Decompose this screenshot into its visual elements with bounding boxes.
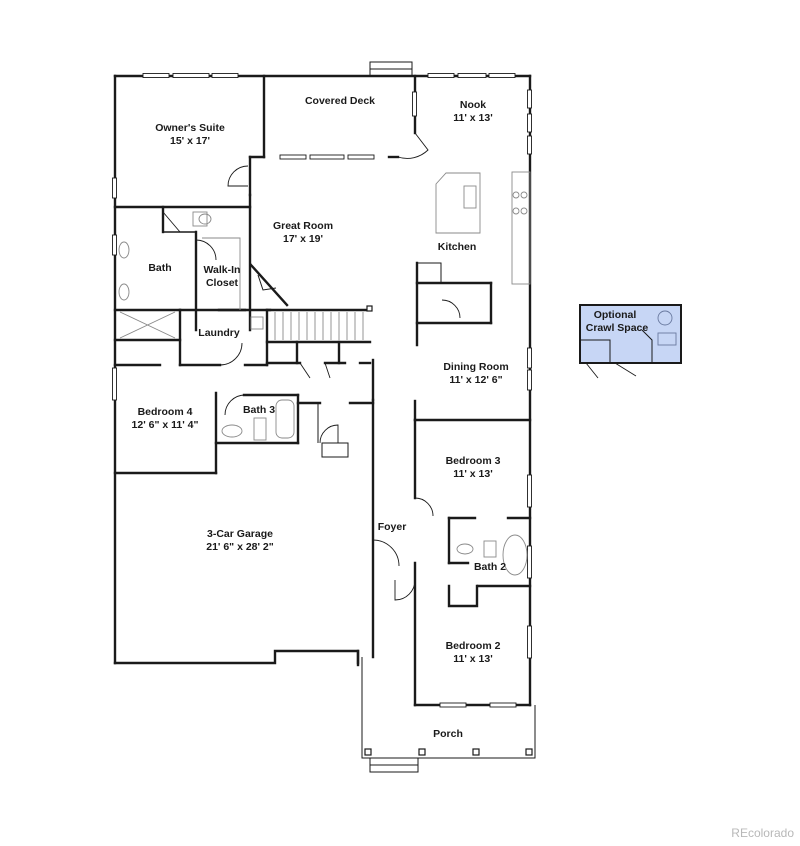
sink: [463, 185, 477, 209]
owners-suite-name: Owner's Suite: [155, 122, 225, 134]
owners-suite-dims: 15' x 17': [170, 135, 210, 147]
watermark: REcolorado: [731, 826, 794, 840]
room-labels: Owner's Suite 15' x 17' Covered Deck Noo…: [132, 95, 509, 740]
crawl-label-1: Optional: [594, 309, 637, 321]
great-room-name: Great Room: [273, 220, 333, 232]
great-room-dims: 17' x 19': [283, 233, 323, 245]
dining-room-name: Dining Room: [443, 361, 508, 373]
interior-walls: [113, 74, 532, 608]
bedroom-2-dims: 11' x 13': [453, 653, 492, 665]
doors: [162, 132, 461, 601]
stairs: [274, 305, 373, 340]
kitchen-name: Kitchen: [438, 241, 477, 253]
bath-2-name: Bath 2: [474, 561, 506, 573]
bedroom-2-name: Bedroom 2: [446, 640, 501, 652]
crawl-label-2: Crawl Space: [586, 322, 649, 334]
bedroom-4-dims: 12' 6" x 11' 4": [132, 419, 199, 431]
porch-structure: [361, 657, 536, 773]
fixtures: [118, 171, 531, 576]
bath-3-name: Bath 3: [243, 404, 275, 416]
dining-room-dims: 11' x 12' 6": [449, 374, 502, 386]
bedroom-3-name: Bedroom 3: [446, 455, 501, 467]
porch-name: Porch: [433, 728, 463, 740]
counter: [511, 171, 531, 285]
walk-in-closet-name2: Closet: [206, 277, 239, 289]
walk-in-closet-name: Walk-In: [204, 264, 241, 276]
kitchen-island: [435, 172, 481, 234]
garage-dims: 21' 6" x 28' 2": [206, 541, 274, 553]
windows: [112, 73, 532, 708]
bedroom-4-name: Bedroom 4: [138, 406, 193, 418]
covered-deck-name: Covered Deck: [305, 95, 375, 107]
optional-crawl-space: Optional Crawl Space: [579, 304, 682, 379]
garage-name: 3-Car Garage: [207, 528, 273, 540]
laundry-name: Laundry: [198, 327, 240, 339]
nook-name: Nook: [460, 99, 486, 111]
bedroom-3-dims: 11' x 13': [453, 468, 492, 480]
exterior-walls: [113, 74, 532, 707]
bath-name: Bath: [148, 262, 171, 274]
foyer-name: Foyer: [378, 521, 407, 533]
nook-dims: 11' x 13': [453, 112, 492, 124]
